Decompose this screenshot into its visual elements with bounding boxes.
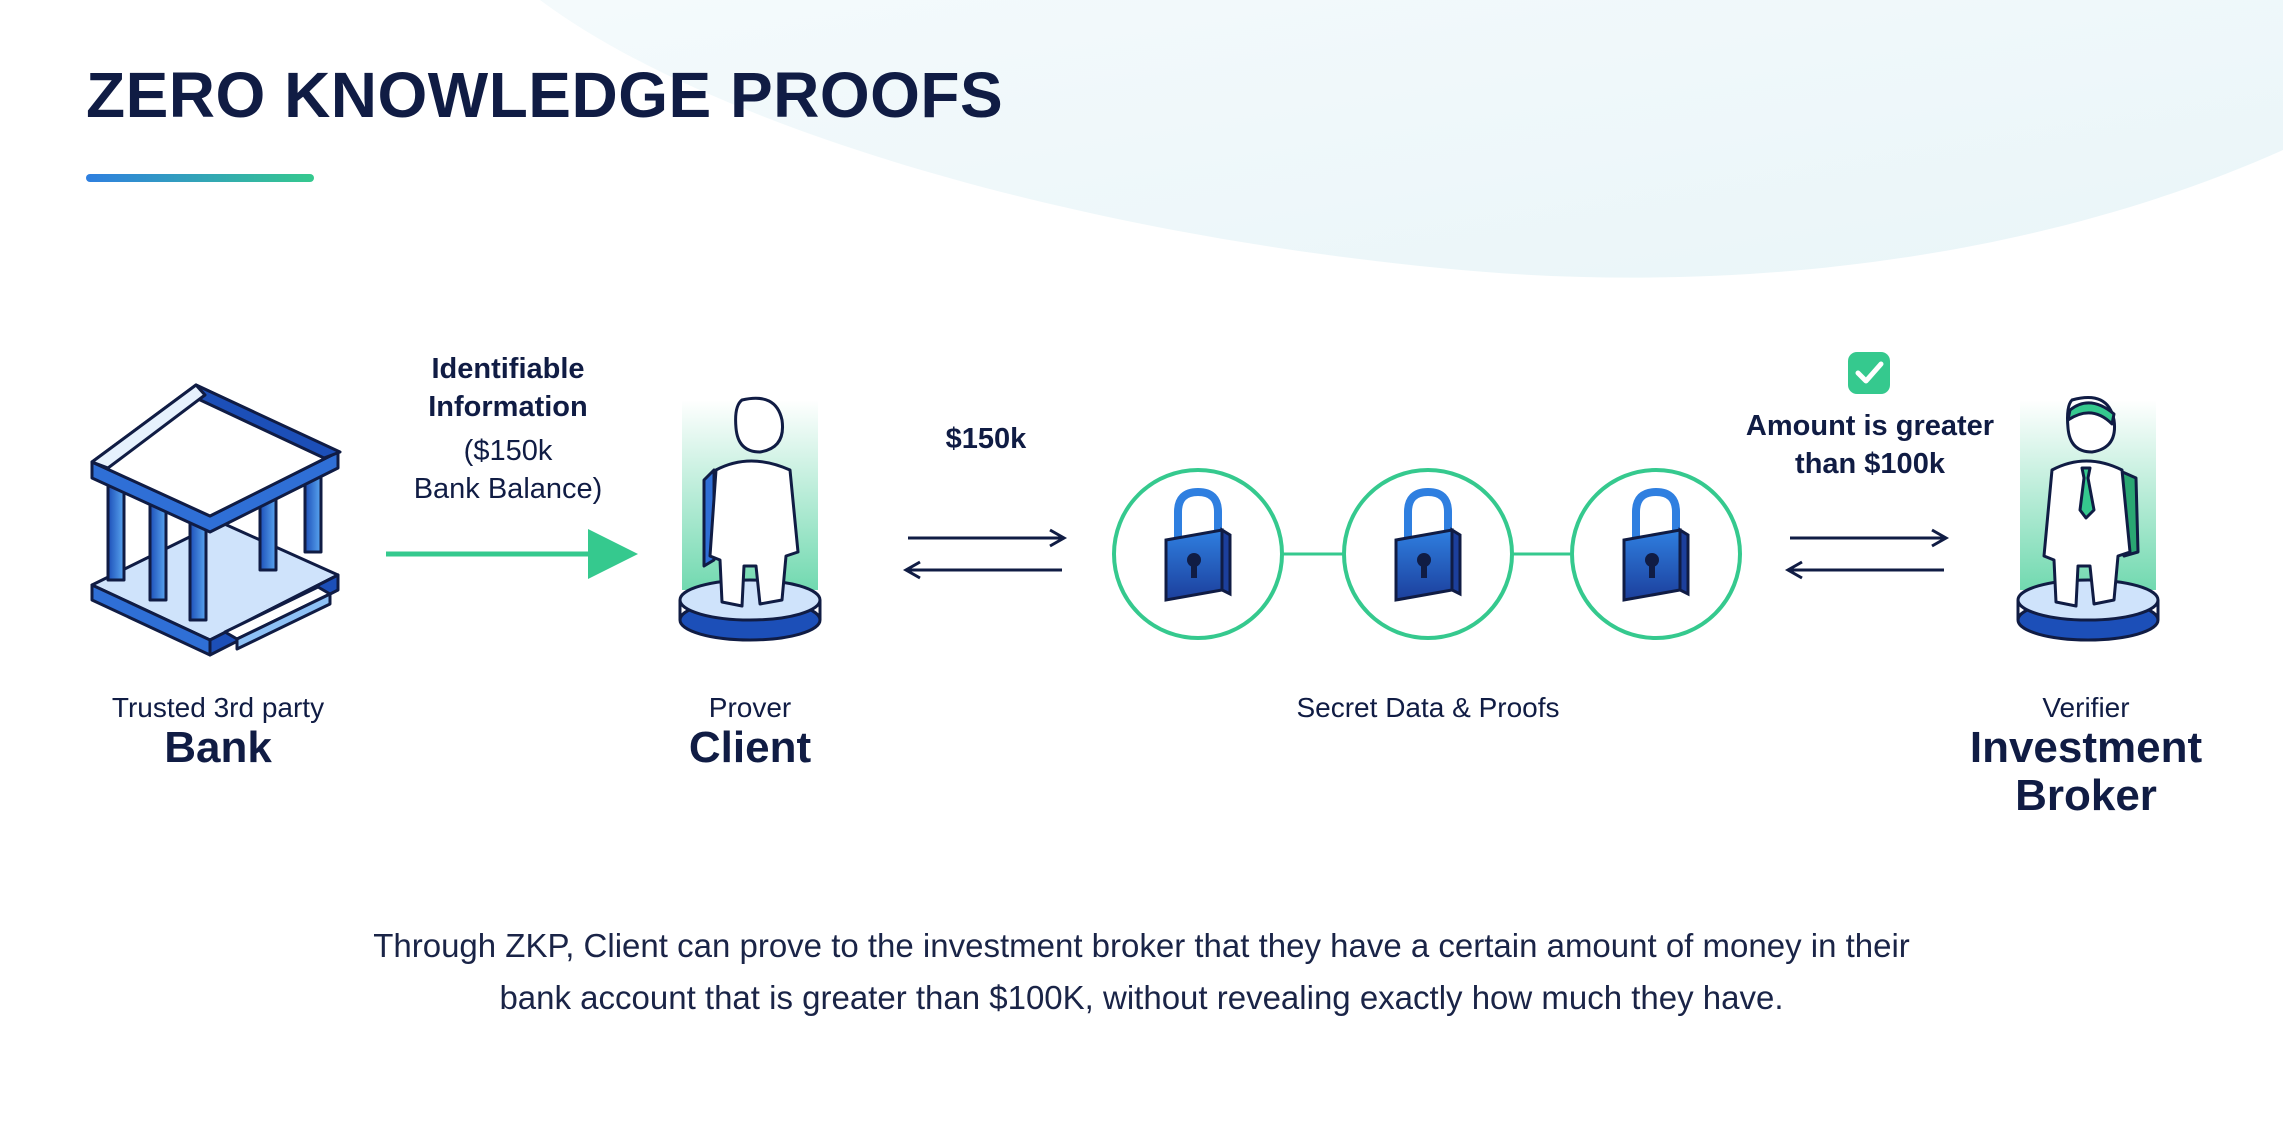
client-name: Client	[688, 723, 812, 772]
information-label-line2: Information	[428, 391, 588, 423]
bank-role: Trusted 3rd party	[111, 692, 325, 723]
broker-name-line2: Broker	[2015, 771, 2157, 820]
broker-role: Verifier	[2042, 692, 2130, 723]
caption-line2: bank account that is greater than $100K,…	[499, 979, 1784, 1016]
verification-label-line1: Amount is greater	[1745, 410, 1995, 442]
person-on-pedestal-icon	[678, 396, 822, 642]
verification-label: Amount is greater than $100k	[1720, 407, 2020, 483]
broker-label: Verifier Investment Broker	[1916, 692, 2256, 820]
padlock-icon	[1570, 468, 1742, 640]
padlock-icon	[1342, 468, 1514, 640]
client-label: Prover Client	[600, 692, 900, 772]
information-label: Identifiable Information ($150k Bank Bal…	[388, 350, 628, 508]
title-underline	[86, 174, 314, 182]
broker-name-line1: Investment	[1969, 723, 2203, 772]
check-badge-icon	[1848, 352, 1890, 394]
bank-name: Bank	[164, 723, 272, 772]
secret-data-label: Secret Data & Proofs	[1296, 692, 1560, 723]
exchange-arrows-left	[902, 528, 1068, 580]
businessperson-on-pedestal-icon	[2016, 396, 2160, 642]
caption-line1: Through ZKP, Client can prove to the inv…	[373, 927, 1910, 964]
information-label-line1: Identifiable	[431, 353, 585, 385]
information-label-line4: Bank Balance)	[413, 473, 603, 505]
padlock-icon	[1112, 468, 1284, 640]
exchange-arrows-right	[1784, 528, 1950, 580]
bank-building-icon	[90, 383, 342, 657]
verification-label-line2: than $100k	[1795, 448, 1945, 480]
bank-label: Trusted 3rd party Bank	[58, 692, 378, 772]
client-role: Prover	[708, 692, 792, 723]
exchange-amount-label: $150k	[945, 423, 1027, 455]
page-title: ZERO KNOWLEDGE PROOFS	[86, 59, 1004, 131]
information-label-line3: ($150k	[463, 435, 553, 467]
caption: Through ZKP, Client can prove to the inv…	[0, 920, 2283, 1024]
